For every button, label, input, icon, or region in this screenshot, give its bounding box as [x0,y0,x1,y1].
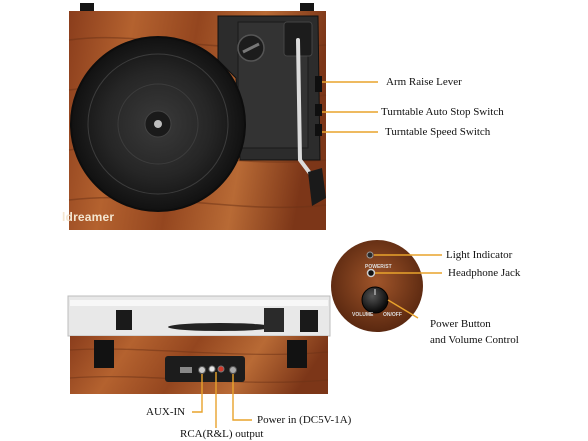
label-power-button: Power Button [430,318,491,330]
arm-rest-clip [242,42,260,54]
side-view-turntable [67,295,331,394]
label-arm-raise-lever: Arm Raise Lever [386,76,462,88]
latch-right [287,340,307,368]
volume-text: VOLUME [352,312,374,318]
power-in-port[interactable] [229,366,237,374]
on-off-text: ON/OFF [383,312,402,318]
side-tonearm-base [264,308,284,332]
label-light-indicator: Light Indicator [446,249,513,261]
label-volume-control: and Volume Control [430,334,519,346]
auto-stop-switch[interactable] [315,104,322,116]
callout-line-power-button [387,299,419,319]
label-auto-stop-switch: Turntable Auto Stop Switch [381,106,504,118]
label-power-in: Power in (DC5V-1A) [257,414,352,426]
rca-right-port[interactable] [217,365,225,373]
rca-left-port[interactable] [208,365,216,373]
side-platter [168,323,272,331]
top-view-turntable [68,3,327,230]
hinge-left-side [116,310,132,330]
callout-line-power-in [232,374,252,421]
spindle [154,120,162,128]
label-headphone-jack: Headphone Jack [448,267,521,279]
lid-shine [70,300,328,306]
callout-line-aux-in [192,374,203,413]
top-callouts [322,81,378,133]
label-aux-in: AUX-IN [146,406,186,418]
brand-logo-text: ldreamer [62,210,115,224]
power-st-text: POWER/ST [365,264,392,270]
label-rca-output: RCA(R&L) output [180,428,264,440]
closeup-circle [331,240,423,332]
headphone-jack[interactable] [366,268,376,278]
latch-left [94,340,114,368]
platter-mat-ring [87,53,229,195]
control-panel-closeup [331,240,423,332]
tonearm-headshell [308,168,326,206]
speed-switch[interactable] [315,124,322,136]
hinge-right-side [300,310,318,332]
circle-callouts [374,254,442,319]
label-speed-switch: Turntable Speed Switch [385,126,491,138]
light-indicator [366,251,374,259]
platter-mat-ring-inner [117,83,199,165]
usb-port[interactable] [180,367,192,373]
bottom-callouts [192,372,252,428]
aux-in-port[interactable] [198,366,206,374]
arm-raise-lever[interactable] [315,76,322,92]
